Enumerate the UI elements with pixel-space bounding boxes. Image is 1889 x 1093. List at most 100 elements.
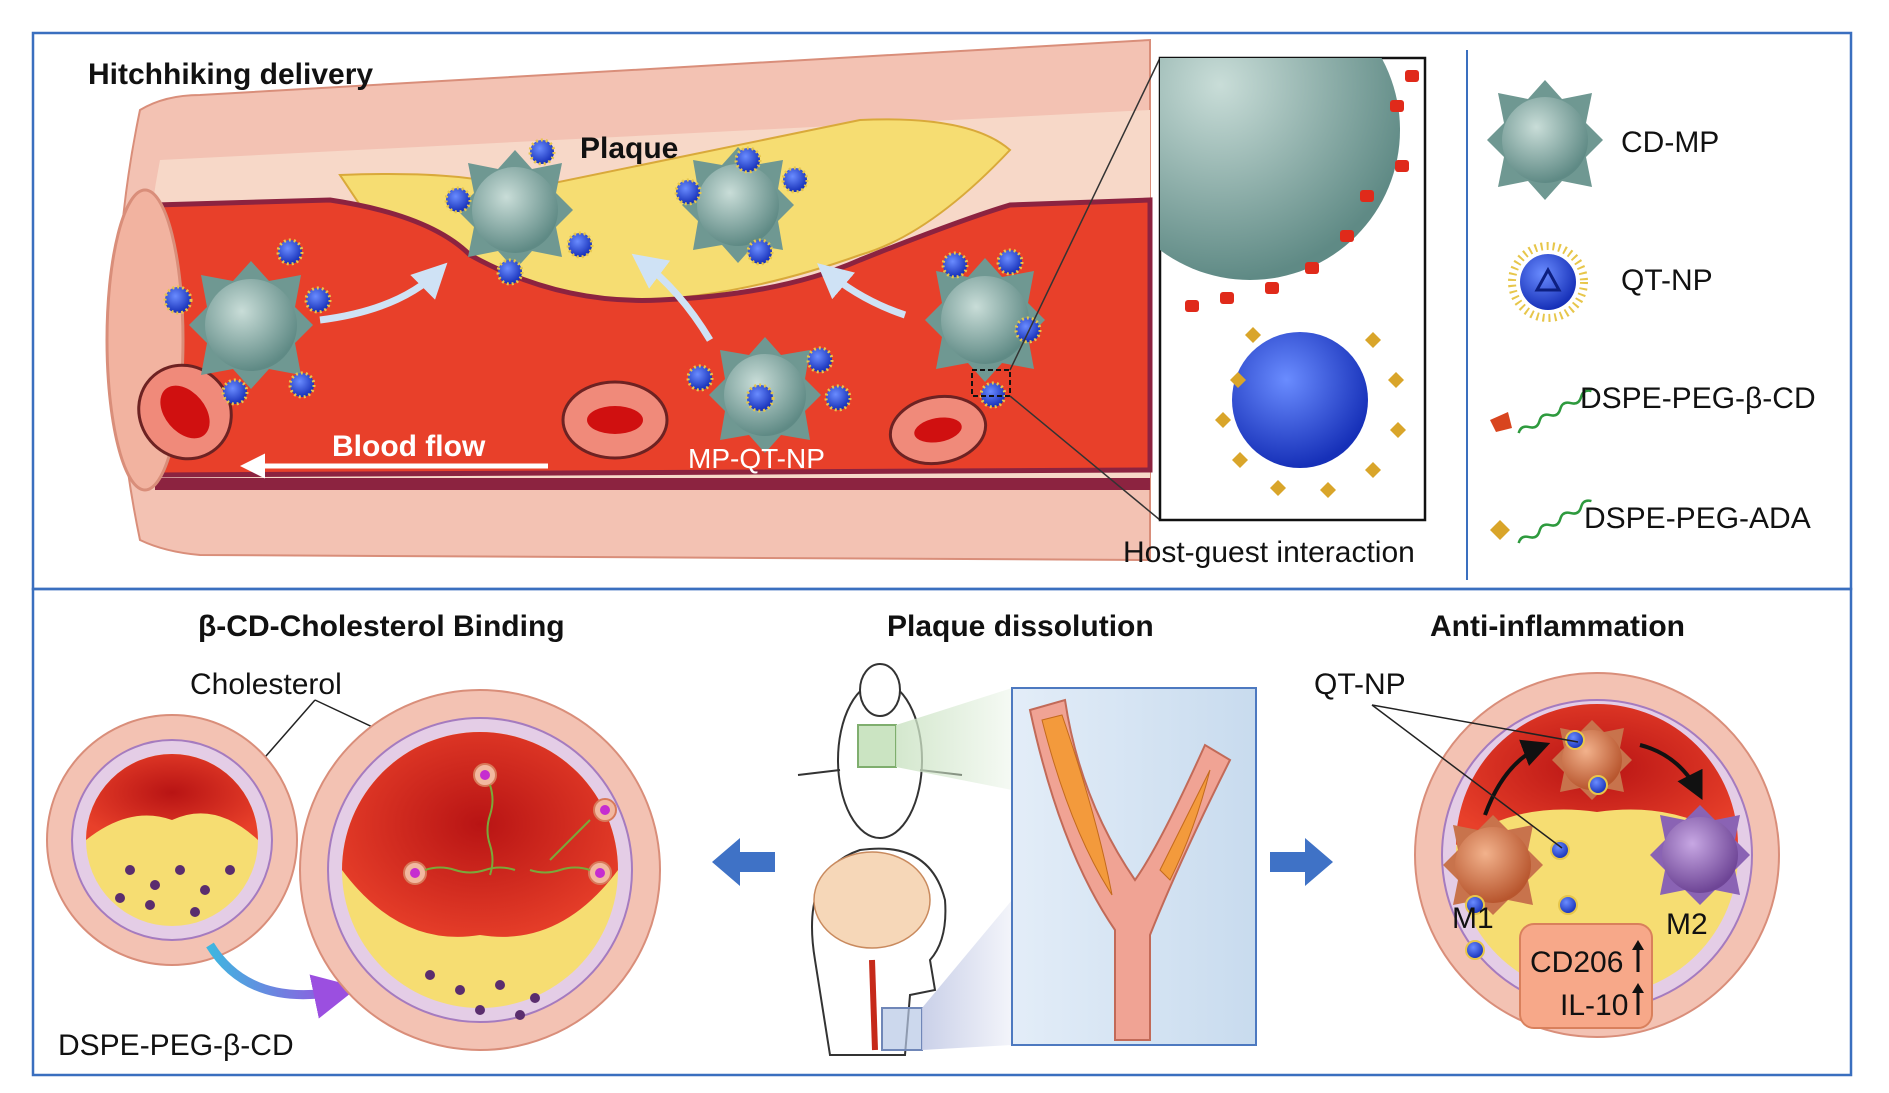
nanoparticle-icon — [288, 371, 316, 399]
red-blood-cell-core — [914, 417, 962, 443]
qt-nanoparticles — [1465, 730, 1608, 960]
nanoparticle-icon — [1465, 940, 1485, 960]
nanoparticle-icon — [781, 166, 809, 194]
plaque-label: Plaque — [580, 132, 678, 165]
cyclodextrin-cups — [1185, 70, 1419, 312]
cholesterol-label: Cholesterol — [190, 668, 342, 701]
zoom-caption: Host-guest interaction — [1123, 536, 1415, 569]
legend: CD-MP QT-NP DSPE-PEG-β-CD DSPE-PEG-ADA — [1487, 80, 1816, 544]
nanoparticle-icon — [163, 285, 193, 315]
marker-box — [1519, 923, 1653, 1029]
zoom-line — [1009, 395, 1161, 521]
anti-inflammation-panel-title: Anti-inflammation — [1430, 610, 1685, 643]
nanoparticle-icon — [806, 346, 834, 374]
nanoparticle-icon — [444, 186, 472, 214]
zoom-line — [1009, 57, 1161, 371]
cholesterol-deposits — [115, 865, 235, 917]
nanoparticle-icon — [1588, 775, 1608, 795]
migration-arrow — [319, 262, 448, 324]
nanoparticle-icon — [496, 258, 524, 286]
nanoparticle-icon — [674, 178, 702, 206]
marker-cd206: CD206 — [1530, 946, 1623, 979]
peg-linkers — [424, 784, 591, 876]
blood-flow-label: Blood flow — [332, 430, 486, 463]
cholesterol-deposits — [425, 970, 540, 1020]
cyclodextrin-cholesterol-complexes — [403, 763, 617, 885]
legend-label-qt-np: QT-NP — [1621, 264, 1713, 297]
mouse-zoom-cone — [896, 688, 1012, 790]
microparticle-icon — [925, 258, 1045, 382]
branch-plaque — [1041, 714, 1113, 896]
m1-macrophage-icon — [1443, 815, 1543, 915]
brain — [813, 851, 931, 949]
human-zoom-cone — [922, 900, 1012, 1050]
mouse-head — [859, 663, 901, 717]
m2-macrophage-icon — [1650, 805, 1750, 905]
adamantane-groups — [1215, 327, 1406, 498]
migration-arrow — [631, 253, 714, 342]
polarization-arrow — [1483, 739, 1551, 816]
m2-label: M2 — [1666, 908, 1708, 941]
nanoparticle-icon — [1558, 895, 1578, 915]
nanoparticle-icon — [824, 384, 852, 412]
zoom-selection-box — [971, 369, 1011, 397]
binding-curve-arrow — [206, 942, 359, 1019]
cyclodextrin-linker-icon — [1490, 389, 1592, 434]
nanoparticle-icon — [734, 146, 762, 174]
microparticle-icon — [1487, 80, 1603, 200]
branch-plaque — [1159, 769, 1211, 881]
nanoparticle-icon — [221, 378, 249, 406]
inflammation-right-arrow — [1270, 838, 1333, 886]
nanoparticle-icon — [941, 251, 969, 279]
dissolution-left-arrow — [712, 838, 775, 886]
marker-il10: IL-10 — [1560, 989, 1628, 1022]
nanoparticle-icon — [686, 364, 714, 392]
host-guest-inset — [1158, 56, 1427, 522]
nanoparticle-icon — [304, 286, 332, 314]
microparticle-icon — [682, 147, 794, 263]
large-vessel-cross-section — [299, 689, 661, 1051]
mouse-illustration — [797, 663, 963, 839]
nanoparticle-surface — [1232, 332, 1368, 468]
mouse-region-box — [857, 724, 897, 768]
small-vessel-cross-section — [46, 714, 298, 966]
complex-label: MP-QT-NP — [688, 443, 825, 474]
nanoparticle-icon — [745, 383, 775, 413]
legend-label-dspe-peg-cd: DSPE-PEG-β-CD — [1580, 382, 1816, 415]
red-blood-cells — [137, 363, 988, 466]
inflamed-vessel-cross-section — [1414, 672, 1780, 1038]
qt-np-pointer — [1371, 704, 1579, 743]
migration-arrow — [817, 263, 907, 319]
nanoparticles — [163, 138, 1042, 413]
migration-arrows — [319, 253, 907, 342]
qt-np-label: QT-NP — [1314, 668, 1406, 701]
top-panel-title: Hitchhiking delivery — [88, 58, 373, 91]
microparticle-surface — [1160, 58, 1400, 280]
binding-panel-title: β-CD-Cholesterol Binding — [198, 610, 565, 643]
nanoparticle-icon — [1508, 242, 1588, 322]
vessel-lumen — [86, 754, 258, 840]
legend-label-cd-mp: CD-MP — [1621, 126, 1719, 159]
human-head-illustration — [811, 847, 947, 1056]
dissolution-panel-title: Plaque dissolution — [887, 610, 1154, 643]
adamantane-linker-icon — [1490, 499, 1592, 544]
m1-label: M1 — [1452, 902, 1494, 935]
human-region-box — [881, 1007, 923, 1051]
microparticles — [189, 147, 1045, 453]
microparticle-icon — [189, 261, 313, 389]
carotid-artery — [869, 959, 878, 1051]
bottom-panel-frame — [31, 587, 1853, 1077]
polarization-arrow — [1639, 743, 1703, 801]
linker-label: DSPE-PEG-β-CD — [58, 1029, 294, 1062]
nanoparticle-icon — [746, 238, 774, 266]
nanoparticle-icon — [996, 248, 1024, 276]
nanoparticle-icon — [1465, 895, 1485, 915]
nanoparticle-icon — [1014, 316, 1042, 344]
nanoparticle-icon — [528, 138, 556, 166]
vessel-lumen — [342, 732, 618, 937]
nanoparticle-icon — [1550, 840, 1570, 860]
qt-np-pointer — [1371, 704, 1563, 849]
nanoparticle-icon — [276, 238, 304, 266]
microparticle-icon — [457, 150, 573, 270]
